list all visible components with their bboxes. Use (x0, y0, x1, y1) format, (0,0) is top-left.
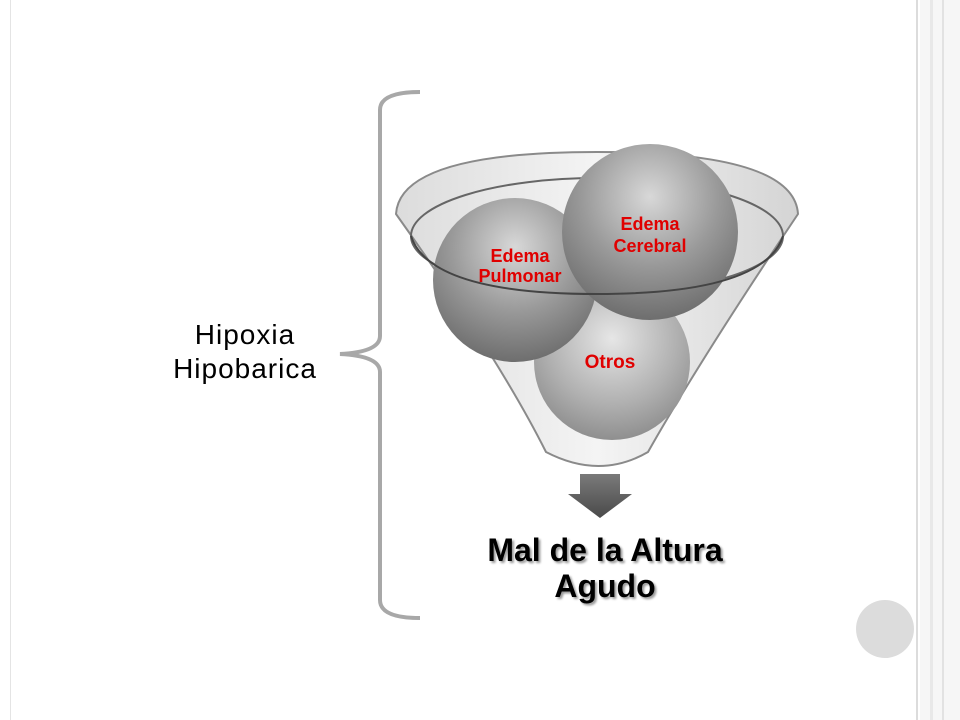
result-label: Mal de la Altura Agudo (440, 532, 770, 604)
side-panel (920, 0, 960, 720)
label-edema-cerebral-2: Cerebral (613, 236, 686, 256)
label-edema-pulmonar-2: Pulmonar (478, 266, 561, 286)
ball-edema-pulmonar (433, 198, 597, 362)
result-label-line1: Mal de la Altura (487, 532, 723, 568)
label-edema-cerebral-1: Edema (620, 214, 680, 234)
slide-frame (10, 0, 918, 720)
funnel-rim-front (410, 235, 784, 296)
label-edema-pulmonar-1: Edema (490, 246, 550, 266)
result-label-line2: Agudo (554, 568, 656, 604)
nav-circle[interactable] (856, 600, 914, 658)
side-panel-line (930, 0, 933, 720)
left-label: Hipoxia Hipobarica (150, 318, 340, 386)
left-brace (339, 90, 421, 620)
left-label-line2: Hipobarica (173, 353, 317, 384)
left-label-line1: Hipoxia (194, 319, 296, 350)
label-otros: Otros (585, 352, 636, 373)
side-panel-line (942, 0, 944, 720)
ball-edema-cerebral (562, 144, 738, 320)
down-arrow (568, 474, 632, 518)
